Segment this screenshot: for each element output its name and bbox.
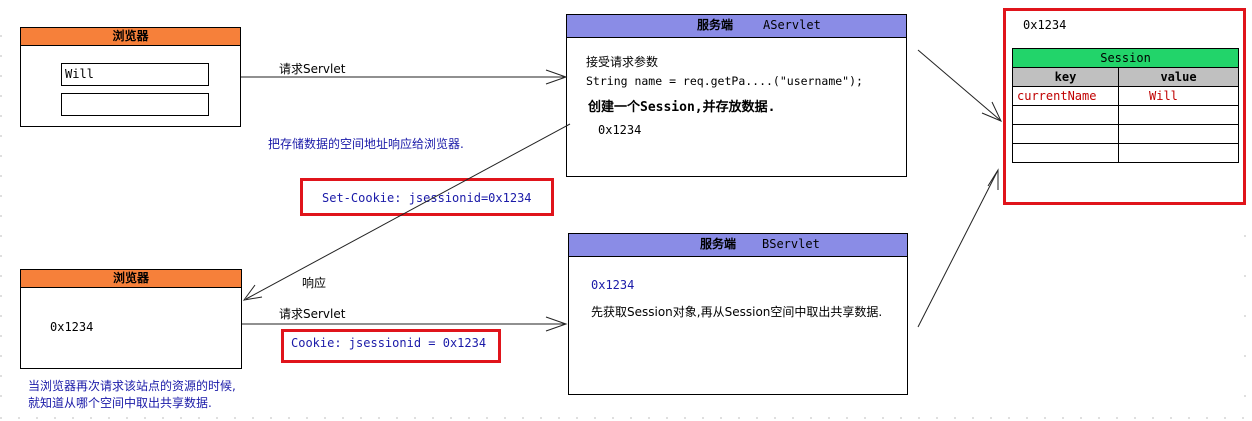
arrowhead-server-b-session	[987, 168, 999, 190]
server-b-name: BServlet	[762, 237, 820, 251]
second-input[interactable]	[61, 93, 209, 116]
arrowhead-server-a-session	[981, 101, 1003, 122]
session-table: Session key value currentName Will	[1011, 48, 1240, 163]
server-a-line3: 创建一个Session,并存放数据.	[588, 100, 776, 115]
session-row	[1012, 143, 1240, 163]
bottom-note-line1: 当浏览器再次请求该站点的资源的时候,	[28, 379, 236, 393]
arrow-server-b-session	[917, 171, 998, 328]
arrowhead-request-a	[545, 69, 568, 85]
username-input[interactable]: Will	[61, 63, 209, 86]
arrowhead-request-b	[545, 316, 568, 332]
browser-bottom: 浏览器 0x1234	[20, 269, 242, 369]
server-b-line1: 0x1234	[591, 278, 635, 292]
server-a: 服务端 AServlet 接受请求参数 String name = req.ge…	[566, 14, 907, 177]
browser-bottom-title: 浏览器	[21, 270, 241, 288]
browser-top-title: 浏览器	[21, 28, 240, 46]
server-a-line2: String name = req.getPa....("username");	[586, 74, 863, 88]
response-label: 响应	[302, 276, 327, 290]
bottom-note-line2: 就知道从哪个空间中取出共享数据.	[28, 396, 212, 410]
server-a-line4: 0x1234	[598, 123, 642, 137]
set-cookie-label: Set-Cookie: jsessionid=0x1234	[322, 191, 532, 205]
server-b-title: 服务端	[700, 237, 737, 251]
request-b-label: 请求Servlet	[279, 307, 346, 321]
arrow-response	[245, 123, 571, 300]
server-a-line1: 接受请求参数	[586, 55, 659, 69]
session-store-highlight	[1003, 8, 1246, 205]
response-note: 把存储数据的空间地址响应给浏览器.	[268, 137, 464, 151]
browser-top: 浏览器 Will	[20, 27, 241, 127]
server-b-line2: 先获取Session对象,再从Session空间中取出共享数据.	[591, 305, 883, 319]
session-address: 0x1234	[1023, 18, 1067, 32]
cookie-highlight	[281, 329, 501, 363]
browser-bottom-content: 0x1234	[50, 320, 94, 334]
server-a-title: 服务端	[697, 18, 734, 32]
cookie-label: Cookie: jsessionid = 0x1234	[291, 336, 487, 350]
col-key: key	[1012, 67, 1119, 87]
request-a-label: 请求Servlet	[279, 62, 346, 76]
server-a-header: 服务端 AServlet	[567, 15, 906, 38]
session-row: currentName Will	[1012, 86, 1240, 106]
arrow-server-a-session	[917, 49, 1001, 121]
server-a-name: AServlet	[763, 18, 821, 32]
arrowhead-response	[242, 284, 263, 301]
set-cookie-highlight	[300, 178, 554, 216]
session-value	[1117, 143, 1240, 163]
session-title: Session	[1011, 48, 1240, 68]
server-b: 服务端 BServlet 0x1234 先获取Session对象,再从Sessi…	[568, 233, 908, 395]
server-b-header: 服务端 BServlet	[569, 234, 907, 257]
